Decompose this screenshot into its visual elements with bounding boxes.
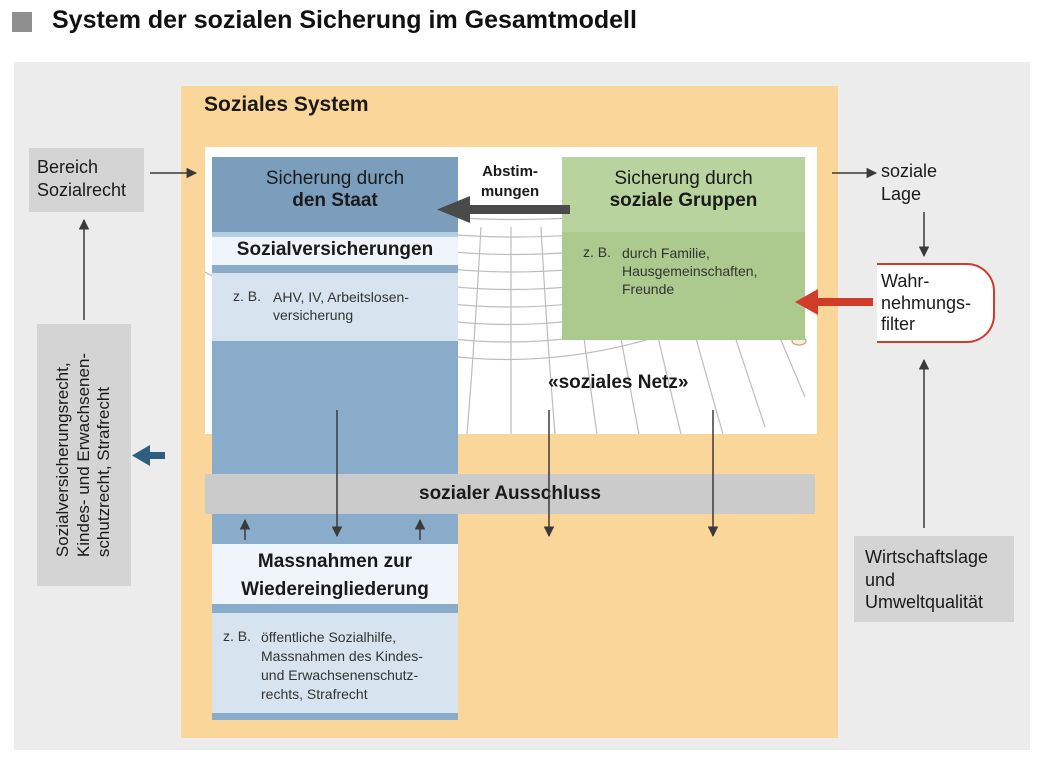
example-line: Freunde [622, 281, 675, 298]
social-insurance-body [212, 273, 458, 341]
text-line: Umweltqualität [865, 592, 984, 612]
reintegration-title-box [212, 544, 458, 604]
example-line: rechts, Strafrecht [261, 685, 368, 702]
text-line: und [865, 569, 896, 590]
state-divider [212, 604, 458, 613]
perception-filter-label: Wahr- nehmungs- filter [881, 271, 971, 336]
state-header [212, 157, 458, 232]
example-line: und Erwachsenenschutz- [261, 666, 419, 683]
text-line: Sozialversicherungsrecht, [52, 362, 72, 558]
social-insurance-title-box [212, 237, 458, 265]
perception-filter-box [877, 263, 995, 343]
state-divider [212, 265, 458, 273]
text-line: Wirtschaftslage [865, 547, 989, 567]
example-line: versicherung [273, 307, 354, 324]
state-heading-line1: Sicherung durch [265, 168, 405, 189]
example-line: durch Familie, [622, 245, 710, 261]
example-line: AHV, IV, Arbeitslosen- [273, 289, 409, 305]
social-law-label: Bereich Sozialrecht [37, 156, 126, 201]
law-areas-box [37, 324, 131, 586]
page-title: System der sozialen Sicherung im Gesamtm… [52, 6, 637, 34]
groups-heading-line1: Sicherung durch [614, 168, 753, 189]
text-line: Lage [881, 183, 922, 204]
text-line: filter [881, 314, 916, 335]
reintegration-title-line2: Wiedereingliederung [241, 579, 429, 600]
economy-label: Wirtschaftslage und Umweltqualität [865, 546, 988, 614]
social-law-box [29, 148, 144, 212]
social-insurance-examples: AHV, IV, Arbeitslosen- versicherung [273, 288, 409, 324]
example-line: Hausgemeinschaften, [622, 263, 758, 280]
exclusion-label: sozialer Ausschluss [419, 483, 601, 504]
groups-heading-line2: soziale Gruppen [609, 190, 758, 211]
text-line: Wahr- [881, 271, 930, 291]
example-prefix: z. B. [583, 244, 612, 260]
example-prefix: z. B. [223, 628, 252, 644]
coordination-label: Abstim- mungen [470, 162, 550, 201]
coordination-line2: mungen [480, 182, 540, 200]
social-insurance-title: Sozialversicherungen [236, 239, 434, 260]
text-line: soziale [881, 161, 938, 181]
law-areas-label: Sozialversicherungsrecht, Kindes- und Er… [53, 353, 115, 557]
group-examples: durch Familie, Hausgemeinschaften, Freun… [622, 244, 757, 299]
text-line: schutzrecht, Strafrecht [94, 386, 114, 558]
text-line: nehmungs- [881, 292, 972, 313]
reintegration-examples: öffentliche Sozialhilfe, Massnahmen des … [261, 628, 423, 704]
title-square-icon [12, 12, 32, 32]
text-line: Kindes- und Erwachsenen- [73, 352, 93, 558]
state-heading-line2: den Staat [292, 190, 378, 211]
state-divider [212, 232, 458, 237]
social-situation-label: soziale Lage [881, 160, 937, 205]
social-net-label: «soziales Netz» [548, 372, 689, 393]
example-prefix: z. B. [233, 288, 262, 304]
coordination-line1: Abstim- [482, 163, 538, 180]
reintegration-title-line1: Massnahmen zur [257, 551, 413, 572]
social-system-label: Soziales System [204, 93, 369, 116]
economy-box [854, 536, 1014, 622]
groups-header [562, 157, 805, 232]
example-line: Massnahmen des Kindes- [261, 647, 423, 664]
example-line: öffentliche Sozialhilfe, [261, 629, 397, 645]
text-line: Bereich [37, 157, 99, 177]
reintegration-body [212, 613, 458, 713]
text-line: Sozialrecht [37, 179, 127, 200]
